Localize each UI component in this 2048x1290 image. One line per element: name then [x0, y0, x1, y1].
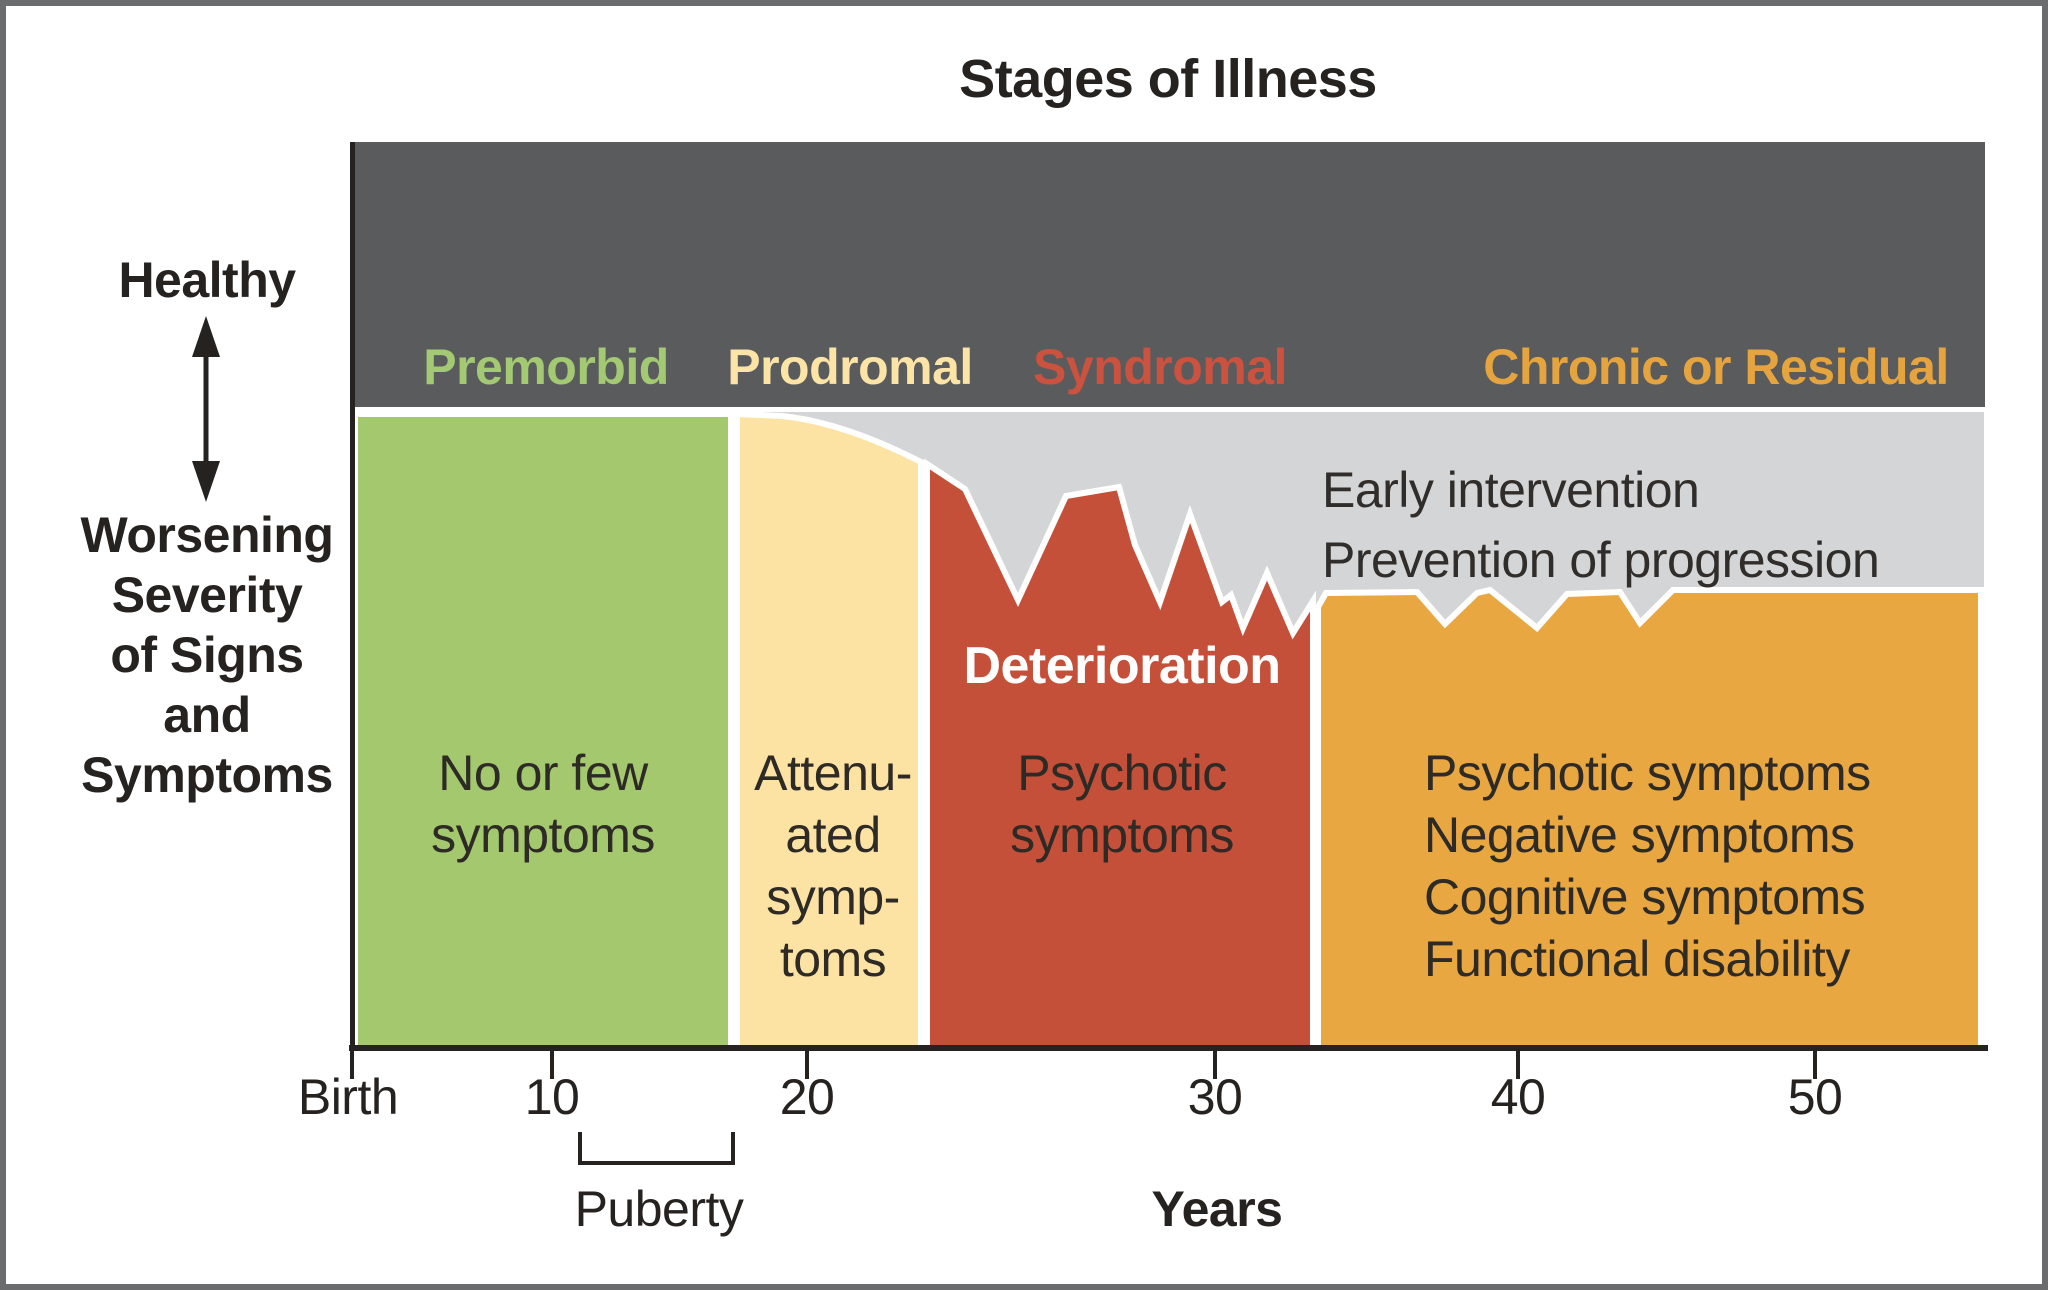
premorbid-region-shape	[352, 411, 734, 1051]
puberty-bracket	[578, 1132, 735, 1165]
chronic-region-text: Psychotic symptoms Negative symptoms Cog…	[1424, 742, 1871, 990]
tick-label-40: 40	[1490, 1069, 1546, 1125]
healthy-label: Healthy	[118, 252, 296, 308]
tick-label-10: 10	[524, 1069, 580, 1125]
gray-area-text: Early intervention Prevention of progres…	[1322, 455, 1880, 595]
worsening-line: Severity	[111, 567, 303, 623]
stage-label-chronic: Chronic or Residual	[1483, 339, 1949, 395]
chronic-line: Cognitive symptoms	[1424, 869, 1866, 925]
tick-label-20: 20	[779, 1069, 835, 1125]
chronic-line: Negative symptoms	[1424, 807, 1855, 863]
worsening-line: Symptoms	[81, 747, 333, 803]
stage-label-syndromal: Syndromal	[1033, 339, 1287, 395]
chronic-line: Functional disability	[1424, 931, 1850, 987]
premorbid-line: symptoms	[431, 807, 655, 863]
syndromal-region-text: Psychotic symptoms	[1010, 742, 1234, 866]
prodromal-line: Attenu-	[754, 745, 912, 801]
chronic-region-shape	[1315, 586, 1984, 1051]
stage-band	[352, 142, 1985, 407]
figure-title: Stages of Illness	[959, 49, 1377, 109]
syndromal-region-shape	[924, 458, 1316, 1051]
syndromal-line: Psychotic	[1017, 745, 1227, 801]
prodromal-line: symp-	[766, 869, 900, 925]
prodromal-line: toms	[779, 931, 887, 987]
syndromal-line: symptoms	[1010, 807, 1234, 863]
stage-label-premorbid: Premorbid	[423, 339, 669, 395]
deterioration-label: Deterioration	[963, 637, 1281, 695]
tick-label-birth: Birth	[297, 1069, 399, 1125]
worsening-line: of Signs	[110, 627, 304, 683]
prodromal-line: ated	[785, 807, 881, 863]
x-axis-title: Years	[1151, 1181, 1283, 1237]
stage-label-prodromal: Prodromal	[727, 339, 973, 395]
double-arrow-icon	[192, 316, 220, 502]
premorbid-region-text: No or few symptoms	[431, 742, 655, 866]
worsening-line: Worsening	[80, 507, 334, 563]
worsening-line: and	[163, 687, 251, 743]
tick-label-30: 30	[1187, 1069, 1243, 1125]
prodromal-region-text: Attenu- ated symp- toms	[754, 742, 912, 990]
chronic-line: Psychotic symptoms	[1424, 745, 1871, 801]
premorbid-line: No or few	[438, 745, 648, 801]
gray-area-line: Prevention of progression	[1322, 532, 1880, 588]
prodromal-region-shape	[734, 410, 924, 1051]
axis-ticks	[350, 1051, 1817, 1079]
tick-label-50: 50	[1787, 1069, 1843, 1125]
gray-area-line: Early intervention	[1322, 462, 1700, 518]
worsening-label: Worsening Severity of Signs and Symptoms	[81, 505, 334, 805]
puberty-label: Puberty	[574, 1181, 744, 1237]
